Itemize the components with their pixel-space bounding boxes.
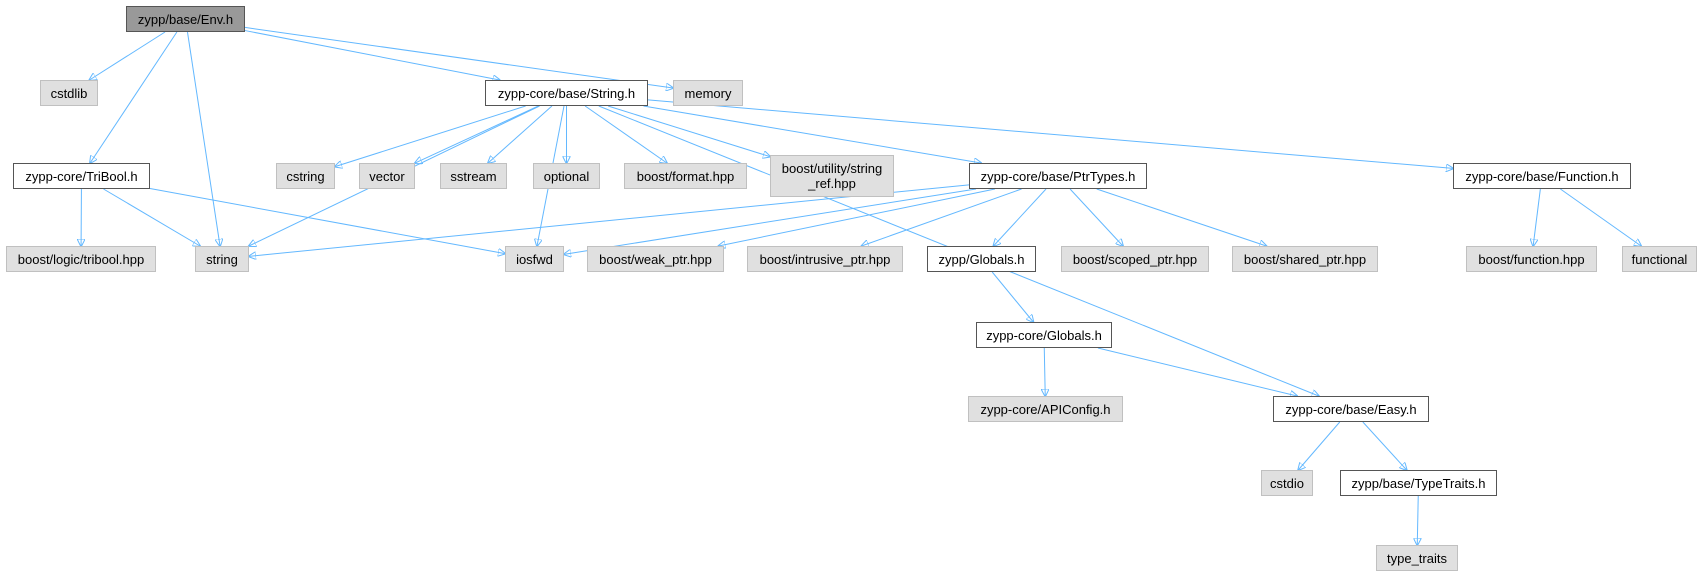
node-env-h[interactable]: zypp/base/Env.h: [126, 6, 245, 32]
node-zypp-globals-h[interactable]: zypp/Globals.h: [927, 246, 1036, 272]
node-boost-scoped-ptr[interactable]: boost/scoped_ptr.hpp: [1061, 246, 1209, 272]
edge-string_h-to-vector: [415, 105, 539, 163]
node-boost-string-ref-line1: boost/utility/string: [781, 161, 883, 176]
edge-tribool_h-to-string: [103, 188, 200, 246]
node-sstream[interactable]: sstream: [440, 163, 507, 189]
edge-ptrtypes_h-to-boost_scoped_ptr: [1069, 188, 1123, 246]
edge-string_h-to-sstream: [488, 105, 553, 163]
edge-env-to-cstdlib: [89, 31, 166, 80]
node-easy-h[interactable]: zypp-core/base/Easy.h: [1273, 396, 1429, 422]
node-optional[interactable]: optional: [533, 163, 600, 189]
edge-typetraits_h-to-type_traits: [1417, 495, 1418, 545]
node-ptrtypes-h[interactable]: zypp-core/base/PtrTypes.h: [969, 163, 1147, 189]
edge-easy_h-to-cstdio: [1298, 421, 1341, 470]
edge-core_globals_h-to-easy_h: [1097, 347, 1297, 396]
edge-function_h-to-functional: [1560, 188, 1641, 246]
node-cstring[interactable]: cstring: [276, 163, 335, 189]
edge-easy_h-to-typetraits_h: [1362, 421, 1407, 470]
edge-string_h-to-boost_format: [584, 105, 667, 163]
node-boost-intrusive-ptr[interactable]: boost/intrusive_ptr.hpp: [747, 246, 903, 272]
node-boost-string-ref[interactable]: boost/utility/string _ref.hpp: [770, 155, 894, 197]
edge-string_h-to-function_h: [647, 99, 1453, 168]
node-boost-function[interactable]: boost/function.hpp: [1466, 246, 1597, 272]
edge-string_h-to-cstring: [335, 105, 526, 167]
node-boost-tribool[interactable]: boost/logic/tribool.hpp: [6, 246, 156, 272]
edge-string_h-to-boost_string_ref: [607, 105, 770, 157]
edge-ptrtypes_h-to-boost_intrusive_ptr: [861, 188, 1022, 246]
node-function-h[interactable]: zypp-core/base/Function.h: [1453, 163, 1631, 189]
edge-zypp_globals_h-to-core_globals_h: [991, 271, 1033, 322]
edge-tribool_h-to-iosfwd: [149, 188, 505, 254]
node-string[interactable]: string: [195, 246, 249, 272]
node-boost-shared-ptr[interactable]: boost/shared_ptr.hpp: [1232, 246, 1378, 272]
node-iosfwd[interactable]: iosfwd: [505, 246, 564, 272]
edge-function_h-to-boost_function: [1533, 188, 1541, 246]
edge-core_globals_h-to-apiconfig_h: [1044, 347, 1045, 396]
edge-ptrtypes_h-to-iosfwd: [564, 188, 977, 254]
node-core-globals-h[interactable]: zypp-core/Globals.h: [976, 322, 1112, 348]
edge-ptrtypes_h-to-boost_shared_ptr: [1096, 188, 1267, 246]
edge-env-to-memory: [244, 26, 673, 88]
node-tribool-h[interactable]: zypp-core/TriBool.h: [13, 163, 150, 189]
edge-ptrtypes_h-to-zypp_globals_h: [993, 188, 1047, 246]
node-boost-weak-ptr[interactable]: boost/weak_ptr.hpp: [587, 246, 724, 272]
node-boost-format[interactable]: boost/format.hpp: [624, 163, 747, 189]
edge-env-to-string: [186, 31, 220, 246]
edge-string_h-to-ptrtypes_h: [643, 105, 981, 163]
node-cstdlib[interactable]: cstdlib: [40, 80, 98, 106]
node-vector[interactable]: vector: [359, 163, 415, 189]
node-memory[interactable]: memory: [673, 80, 743, 106]
edge-env-to-string_h: [244, 30, 500, 80]
node-string-h[interactable]: zypp-core/base/String.h: [485, 80, 648, 106]
node-boost-string-ref-line2: _ref.hpp: [808, 176, 856, 191]
node-cstdio[interactable]: cstdio: [1261, 470, 1313, 496]
node-typetraits-h[interactable]: zypp/base/TypeTraits.h: [1340, 470, 1497, 496]
node-functional[interactable]: functional: [1622, 246, 1697, 272]
node-apiconfig-h[interactable]: zypp-core/APIConfig.h: [968, 396, 1123, 422]
node-type-traits[interactable]: type_traits: [1376, 545, 1458, 571]
edge-ptrtypes_h-to-boost_weak_ptr: [719, 188, 996, 246]
edge-env-to-tribool_h: [90, 31, 178, 163]
